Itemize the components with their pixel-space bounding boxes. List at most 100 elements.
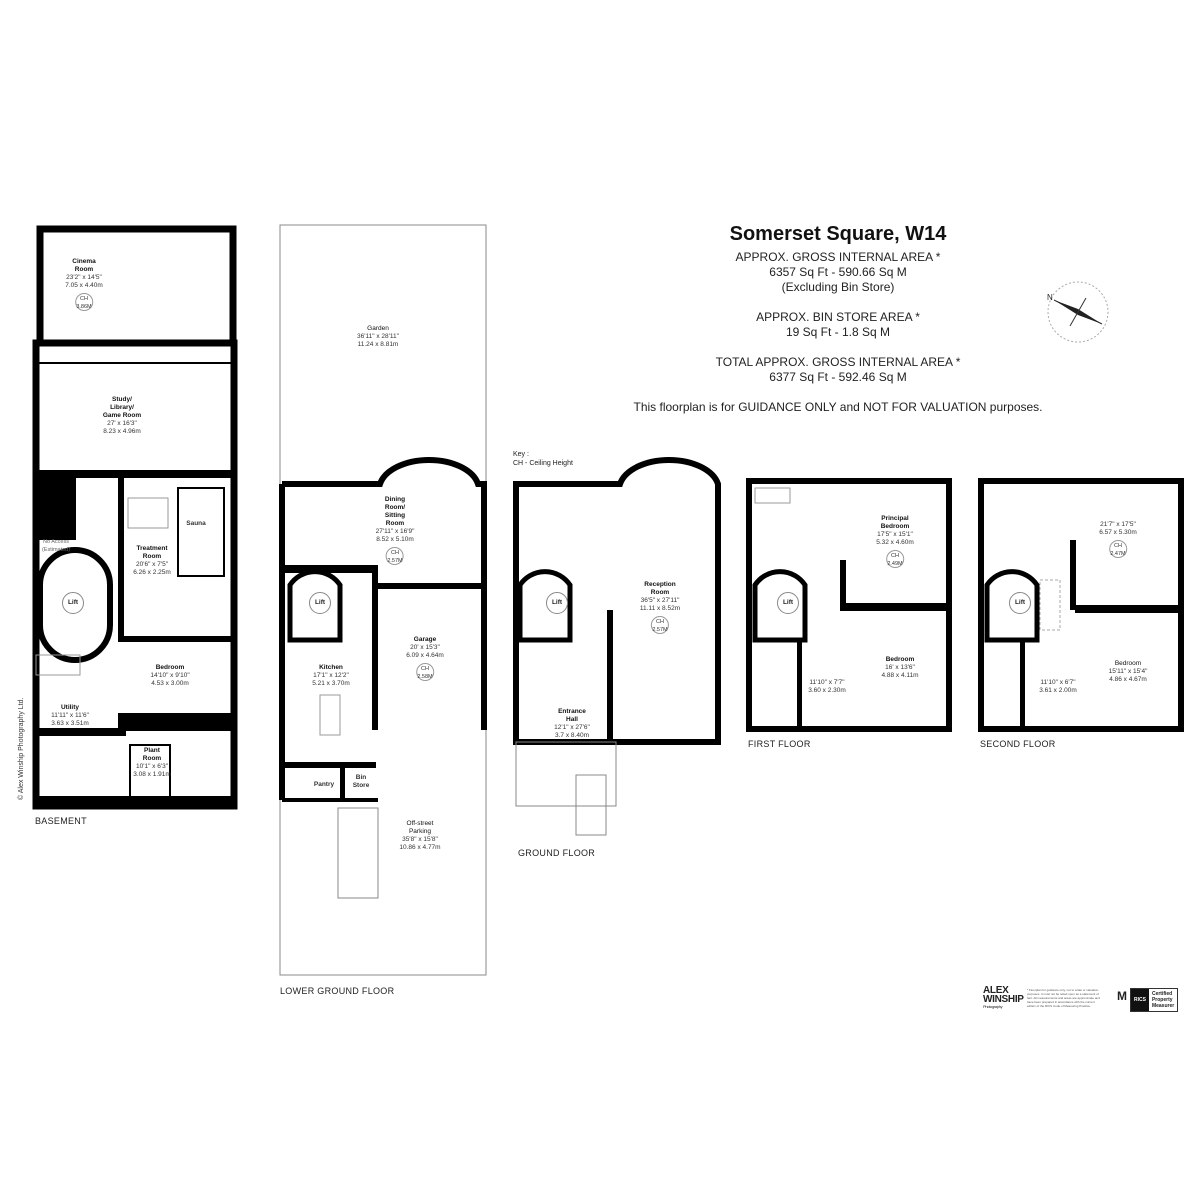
lower-ground-walls	[279, 224, 487, 976]
room-dims-metric: 4.88 x 4.11m	[881, 672, 919, 679]
room-name: Bedroom	[1114, 660, 1142, 667]
room-dressing-first: 11'10" x 7'7"3.60 x 2.30m	[808, 679, 846, 695]
basement-walls	[32, 225, 238, 810]
room-dims-metric: 3.7 x 8.40m	[555, 732, 589, 739]
gia-label: APPROX. GROSS INTERNAL AREA *	[735, 250, 941, 264]
room-dims-imperial: 17'1" x 12'2"	[313, 672, 349, 679]
room-dims-metric: 3.08 x 1.91m	[133, 771, 171, 778]
room-name: Principal Bedroom	[880, 515, 910, 530]
lift-second: Lift	[1009, 592, 1031, 614]
compass-north-label: N	[1047, 293, 1053, 302]
room-dims-imperial: 21'7" x 17'5"	[1100, 521, 1136, 528]
property-title: Somerset Square, W14	[729, 223, 947, 245]
ceiling-height-badge: CH 2.58M	[415, 663, 434, 681]
room-no-access: No Access (Estimated)	[41, 539, 71, 553]
room-dims-imperial: 35'8" x 15'8"	[402, 836, 438, 843]
floor-label-basement: BASEMENT	[35, 816, 87, 826]
room-dims-imperial: 27' x 16'3"	[107, 420, 137, 427]
room-dims-metric: 4.86 x 4.67m	[1109, 676, 1147, 683]
room-dims-metric: 11.24 x 8.81m	[357, 341, 399, 348]
guidance-note: This floorplan is for GUIDANCE ONLY and …	[633, 400, 1043, 414]
second-floor-walls	[978, 478, 1184, 732]
room-dims-imperial: 36'11" x 28'11"	[357, 333, 399, 340]
room-dims-metric: 3.63 x 3.51m	[51, 720, 89, 727]
ceiling-height-badge: CH 2.47M	[1108, 540, 1127, 558]
lift-lower-ground: Lift	[309, 592, 331, 614]
room-bin-store: Bin Store	[352, 774, 370, 789]
key-title: Key :	[513, 451, 529, 458]
room-dims-metric: 5.21 x 3.70m	[312, 680, 350, 687]
room-dims-metric: 5.32 x 4.60m	[876, 539, 914, 546]
bin-store-value: 19 Sq Ft - 1.8 Sq M	[785, 325, 891, 339]
room-dims-metric: 8.23 x 4.96m	[103, 428, 141, 435]
room-name: Plant Room	[142, 747, 162, 762]
room-small-second: 11'10" x 6'7"3.61 x 2.00m	[1039, 679, 1077, 695]
lift-first: Lift	[777, 592, 799, 614]
room-dims-imperial: 12'1" x 27'6"	[554, 724, 590, 731]
room-dims-metric: 3.61 x 2.00m	[1039, 687, 1077, 694]
total-area-value: 6377 Sq Ft - 592.46 Sq M	[769, 370, 907, 384]
key-ceiling-height: CH - Ceiling Height	[513, 460, 573, 467]
room-dims-metric: 8.52 x 5.10m	[376, 536, 414, 543]
key-legend: Key : CH - Ceiling Height	[513, 450, 573, 468]
room-dims-imperial: 23'2" x 14'5"	[66, 274, 102, 281]
room-dims-imperial: 20'6" x 7'5"	[135, 561, 169, 568]
logo-subtitle: Photography	[983, 1004, 1003, 1009]
room-dims-metric: 6.26 x 2.25m	[133, 569, 171, 576]
room-dims-imperial: 16' x 13'6"	[885, 664, 915, 671]
room-dims-metric: 11.11 x 8.52m	[639, 605, 681, 612]
lift-basement: Lift	[62, 592, 84, 614]
room-name: Dining Room/ Sitting Room	[384, 496, 406, 527]
alex-winship-logo: ALEX WINSHIP Photography	[983, 986, 1024, 1010]
room-sauna: Sauna	[186, 520, 206, 527]
room-dims-imperial: 36'5" x 27'11"	[640, 597, 680, 604]
room-name: Study/ Library/ Game Room	[102, 396, 142, 419]
ceiling-height-badge: CH 2.57M	[386, 547, 404, 565]
room-dims-metric: 4.53 x 3.00m	[151, 680, 189, 687]
room-name: Bedroom	[885, 656, 915, 663]
gia-value: 6357 Sq Ft - 590.66 Sq M	[769, 265, 907, 279]
room-name: Reception Room	[644, 581, 676, 596]
room-dims-imperial: 10'1" x 6'3"	[135, 763, 169, 770]
floor-label-first: FIRST FLOOR	[748, 739, 811, 749]
room-dims-metric: 6.57 x 5.30m	[1099, 529, 1137, 536]
total-area-label: TOTAL APPROX. GROSS INTERNAL AREA *	[715, 355, 961, 369]
room-main-second: 21'7" x 17'5"6.57 x 5.30m CH 2.47M	[1099, 521, 1137, 558]
room-dims-imperial: 11'11" x 11'6"	[51, 712, 89, 719]
room-pantry: Pantry	[313, 781, 335, 788]
room-name: Utility	[60, 704, 80, 711]
room-name: Bedroom	[155, 664, 185, 671]
floor-label-second: SECOND FLOOR	[980, 739, 1056, 749]
disclaimer-text: * Floorplan for guidance only, not to sc…	[1027, 988, 1100, 1008]
ceiling-height-badge: CH 2.57M	[650, 616, 669, 634]
room-dims-metric: 6.09 x 4.64m	[406, 652, 444, 659]
room-name: Garden	[367, 325, 389, 332]
logo-line2: WINSHIP	[983, 994, 1024, 1005]
room-dims-imperial: 14'10" x 9'10"	[150, 672, 190, 679]
room-dims-metric: 7.05 x 4.40m	[65, 282, 103, 289]
rics-certified-text: Certified Property Measurer	[1151, 991, 1175, 1009]
first-floor-walls	[746, 478, 952, 732]
copyright-text: © Alex Winship Photography Ltd.	[18, 697, 25, 800]
bin-store-label: APPROX. BIN STORE AREA *	[756, 310, 920, 324]
room-name: Garage	[413, 636, 437, 643]
room-dims-imperial: 11'10" x 6'7"	[1040, 679, 1076, 686]
room-name: Kitchen	[319, 664, 343, 671]
room-dims-imperial: 20' x 15'3"	[410, 644, 440, 651]
gia-note: (Excluding Bin Store)	[781, 280, 895, 294]
ground-floor-walls	[513, 456, 721, 836]
